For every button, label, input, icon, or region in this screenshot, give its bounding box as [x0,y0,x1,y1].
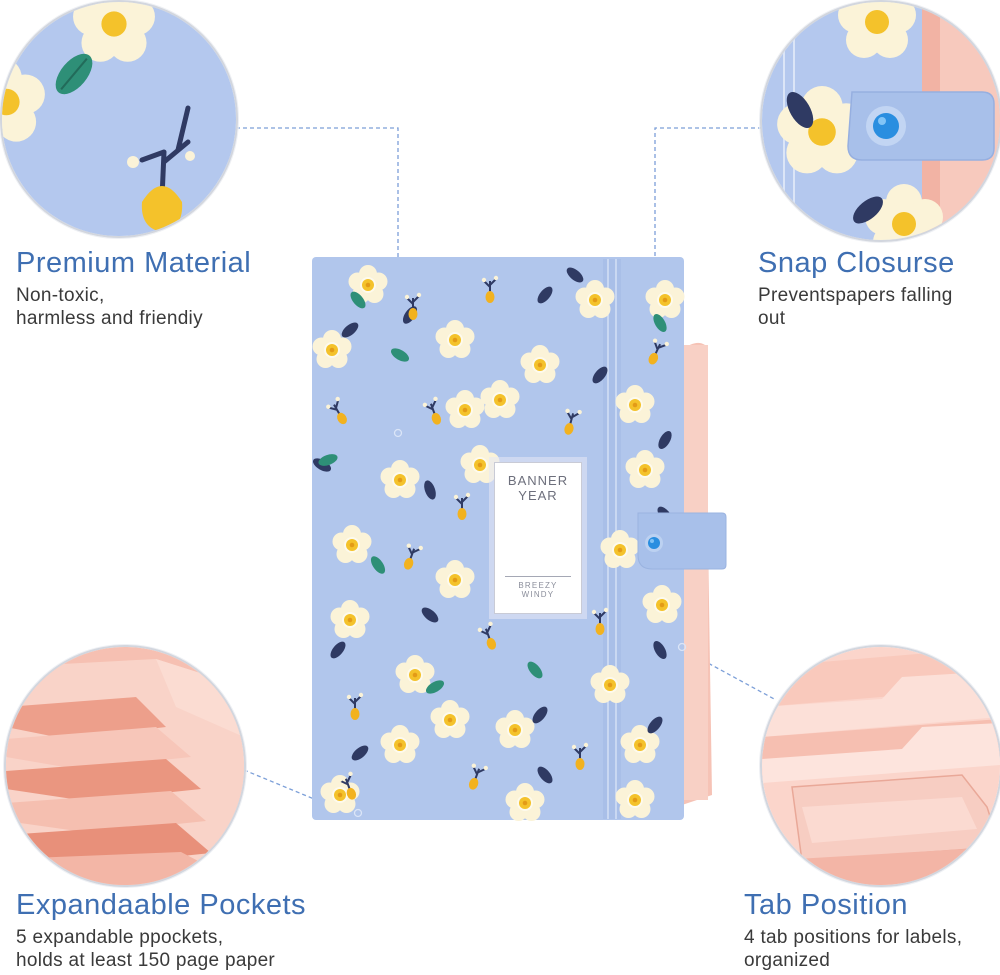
snap-closure-description: Preventspapers falling out [758,284,953,330]
tab-position-title: Tab Position [744,889,908,921]
premium-material-line-2: harmless and friendiy [16,308,203,329]
expandable-pockets-description: 5 expandable ppockets, holds at least 15… [16,926,275,972]
expandable-pockets-line-1: 5 expandable ppockets, [16,927,224,948]
folder-label-line-1: BANNER [507,473,569,488]
tab-position-closeup [760,645,1000,887]
premium-material-line-1: Non-toxic, [16,285,105,306]
premium-material-title: Premium Material [16,247,252,279]
expandable-pockets-closeup [4,645,246,887]
folder-label-line-3: BREEZY [518,581,558,590]
folder-label-rule [505,576,571,577]
tab-position-description: 4 tab positions for labels, organized [744,926,962,972]
snap-closure-line-1: Preventspapers falling [758,285,953,306]
premium-material-closeup [0,0,238,238]
snap-closure-line-2: out [758,308,786,329]
expandable-pockets-line-2: holds at least 150 page paper [16,950,276,971]
folder-label-line-2: YEAR [518,488,558,503]
premium-material-description: Non-toxic, harmless and friendiy [16,284,203,330]
snap-closure-title: Snap Closurse [758,247,955,279]
folder-label-line-4: WINDY [521,590,555,599]
snap-closure-closeup [760,0,1000,242]
folder-label-card: BANNER YEAR BREEZY WINDY [494,462,582,614]
expandable-pockets-title: Expandaable Pockets [16,889,307,921]
folder-label-bottom-text: BREEZY WINDY [495,581,581,599]
tab-position-line-2: organized [744,950,831,971]
expanding-file-folder: BANNER YEAR BREEZY WINDY [310,255,730,825]
tab-position-line-1: 4 tab positions for labels, [744,927,963,948]
folder-label-top-text: BANNER YEAR [495,473,581,503]
